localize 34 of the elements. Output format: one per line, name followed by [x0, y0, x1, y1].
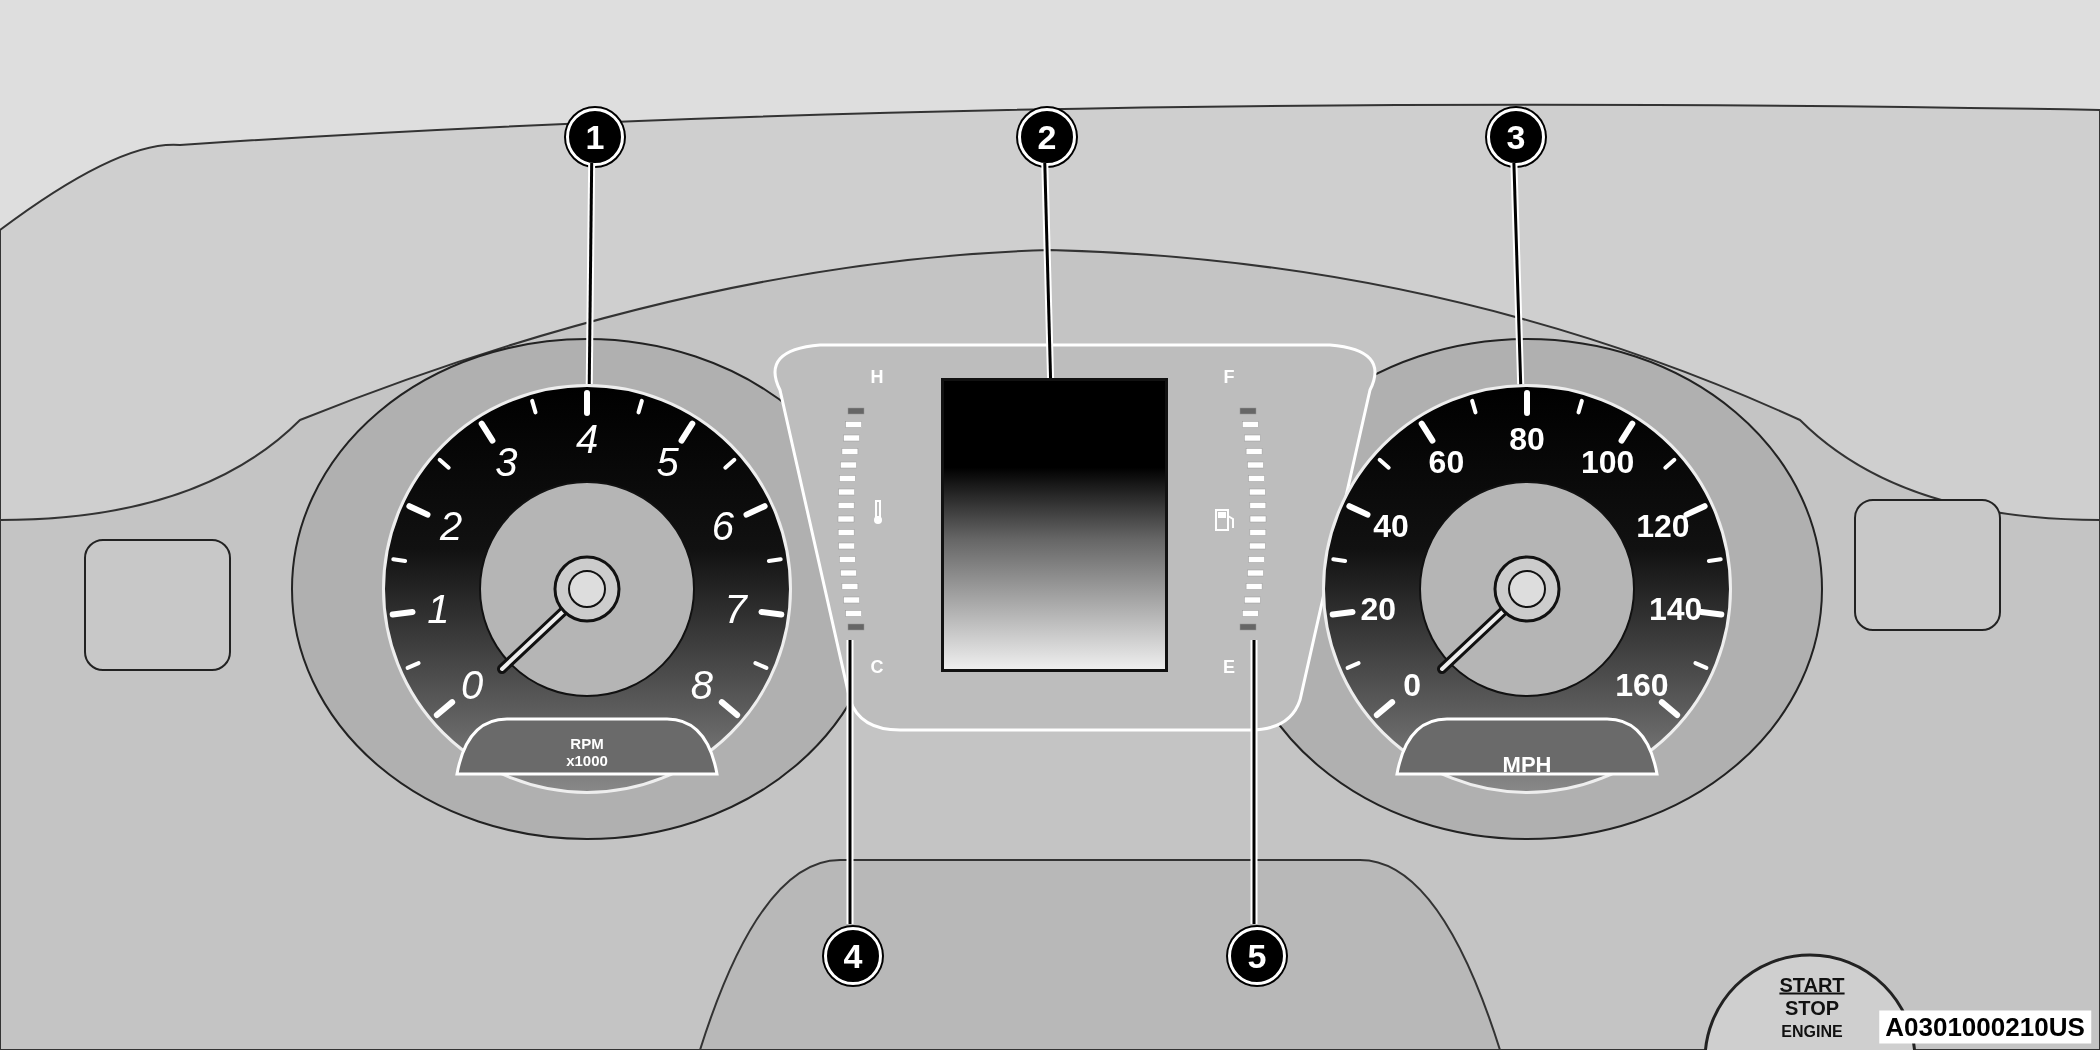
scale-number: 100 — [1580, 444, 1635, 481]
button-text: START — [1779, 973, 1845, 997]
button-text: STOP — [1784, 996, 1840, 1020]
scale-number: 140 — [1649, 590, 1703, 628]
button-text: ENGINE — [1781, 1023, 1843, 1041]
scale-number: 1 — [427, 586, 450, 632]
scale-number: 4 — [575, 416, 599, 462]
leader-line — [1250, 640, 1258, 924]
leader-line — [846, 640, 854, 924]
leader-line — [1510, 162, 1525, 385]
scale-number: 0 — [460, 662, 484, 708]
gauge-unit: RPM x1000 — [565, 735, 609, 769]
scale-number: 5 — [656, 440, 679, 485]
gauge-letter: C — [870, 656, 884, 678]
scale-number: 7 — [724, 586, 747, 632]
scale-number: 40 — [1373, 507, 1409, 545]
gauge-letter: H — [870, 366, 884, 388]
leader-line — [1041, 162, 1055, 379]
scale-number: 60 — [1428, 444, 1465, 481]
scale-number: 0 — [1403, 666, 1421, 704]
scale-number: 3 — [495, 440, 518, 485]
scale-number: 160 — [1615, 666, 1669, 704]
scale-number: 6 — [711, 503, 735, 549]
scale-number: 120 — [1636, 507, 1690, 545]
display-screen — [941, 378, 1168, 672]
leader-line — [585, 162, 596, 385]
gauge-letter: E — [1223, 656, 1235, 678]
scale-number: 80 — [1509, 420, 1545, 458]
scale-number: 8 — [690, 662, 714, 708]
gauge-letter: F — [1223, 366, 1235, 388]
scale-number: 20 — [1360, 590, 1397, 628]
figure-code: A0301000210US — [1879, 1010, 2091, 1044]
scale-number: 2 — [439, 503, 463, 549]
gauge-unit: MPH — [1502, 752, 1552, 778]
